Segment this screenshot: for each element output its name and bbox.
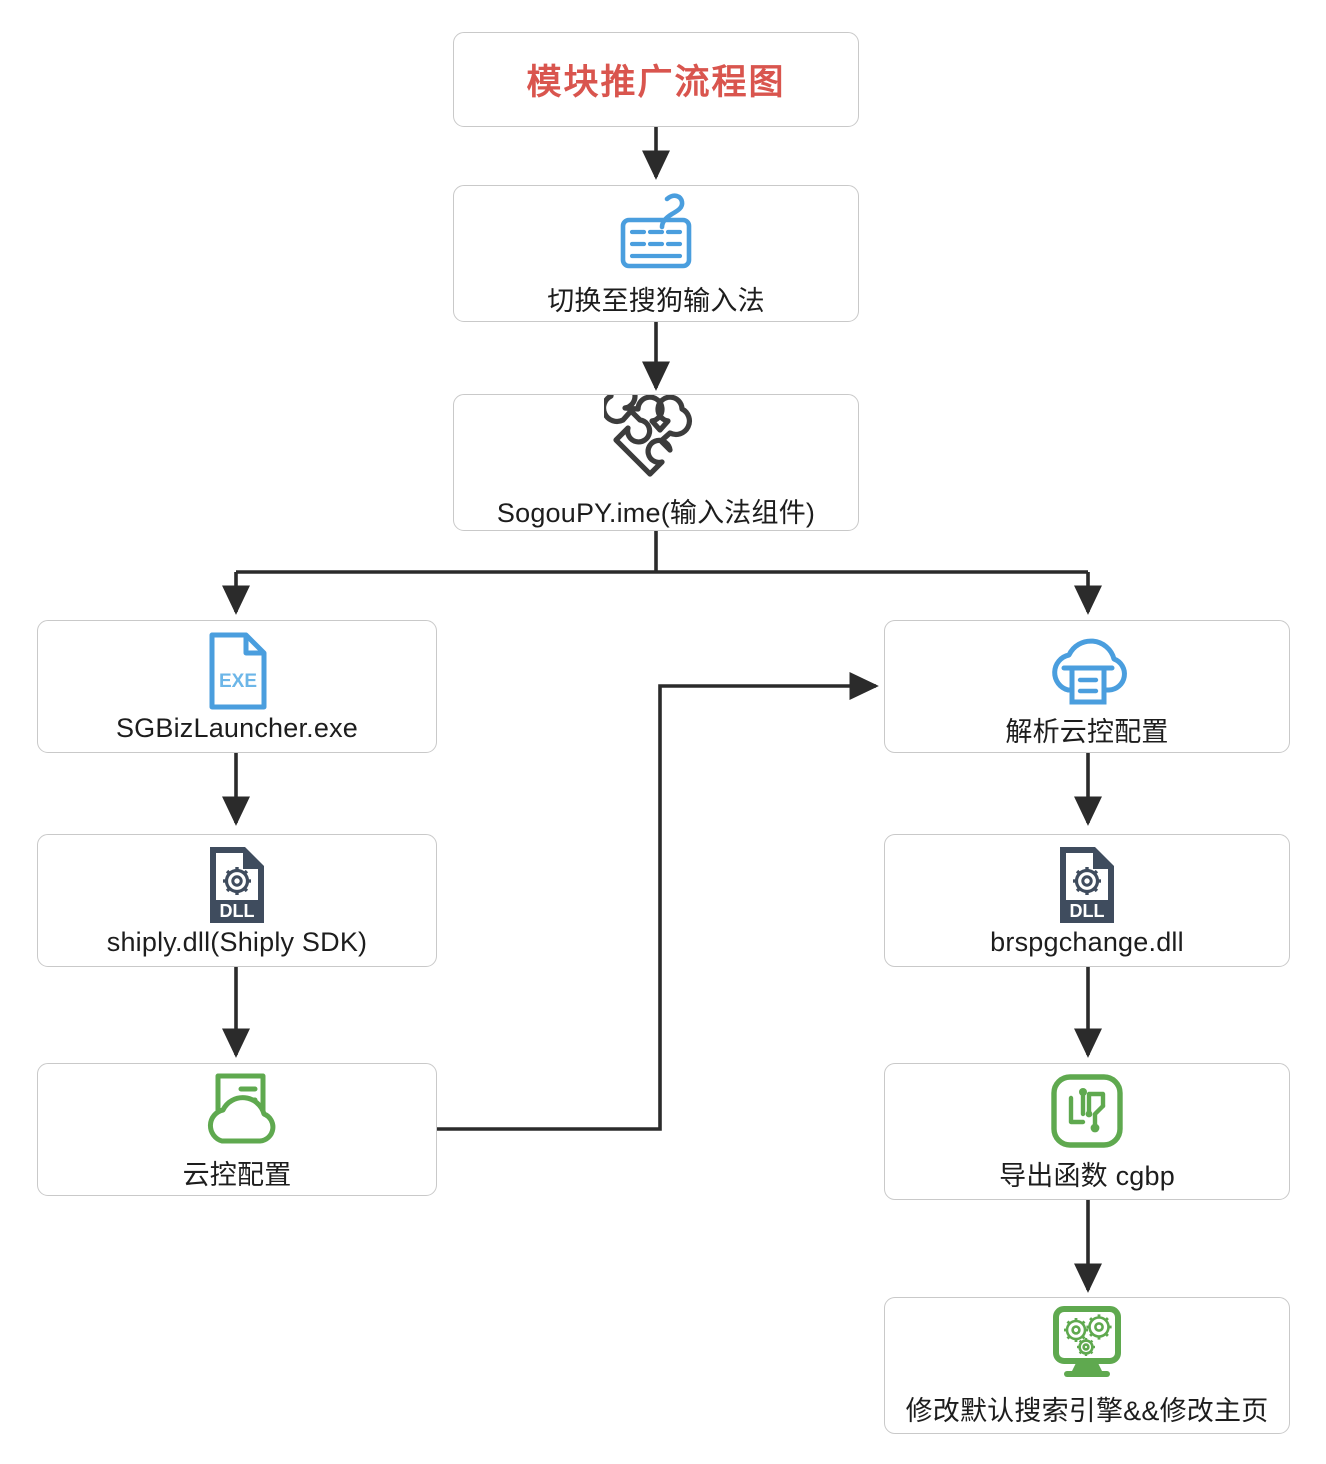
cloud-parse-icon <box>1038 624 1136 710</box>
node-label: 导出函数 cgbp <box>999 1161 1175 1191</box>
node-label: 修改默认搜索引擎&&修改主页 <box>905 1396 1269 1426</box>
node-label: 云控配置 <box>182 1160 292 1190</box>
node-switch-ime[interactable]: 切换至搜狗输入法 <box>453 185 859 322</box>
dll-icon-text: DLL <box>1070 901 1105 921</box>
monitor-gears-icon <box>1038 1303 1136 1389</box>
exe-file-icon: EXE <box>200 629 274 713</box>
node-export-function-cgbp[interactable]: 导出函数 cgbp <box>884 1063 1290 1200</box>
node-brspgchange-dll[interactable]: DLL brspgchange.dll <box>884 834 1290 967</box>
node-sogoupy-ime[interactable]: SogouPY.ime(输入法组件) <box>453 394 859 531</box>
edge-cloudcfg-to-parsecloud <box>437 671 879 1131</box>
circuit-export-icon <box>1045 1070 1129 1154</box>
dll-icon-text: DLL <box>220 901 255 921</box>
node-label: brspgchange.dll <box>990 927 1184 957</box>
node-modify-search-engine-homepage[interactable]: 修改默认搜索引擎&&修改主页 <box>884 1297 1290 1434</box>
exe-icon-text: EXE <box>219 671 257 692</box>
keyboard-icon <box>606 189 706 275</box>
node-label: 切换至搜狗输入法 <box>547 286 765 316</box>
puzzle-piece-icon <box>604 395 708 487</box>
node-sgbizlauncher-exe[interactable]: EXE SGBizLauncher.exe <box>37 620 437 753</box>
node-label: SogouPY.ime(输入法组件) <box>496 498 816 528</box>
node-cloud-config[interactable]: 云控配置 <box>37 1063 437 1196</box>
dll-file-icon: DLL <box>200 843 274 927</box>
dll-file-icon: DLL <box>1050 843 1124 927</box>
node-title[interactable]: 模块推广流程图 <box>453 32 859 127</box>
edge-sogoupy-split-bus <box>236 531 1088 574</box>
node-parse-cloud-config[interactable]: 解析云控配置 <box>884 620 1290 753</box>
cloud-document-icon <box>191 1067 283 1153</box>
node-label: shiply.dll(Shiply SDK) <box>106 927 368 957</box>
page-title: 模块推广流程图 <box>526 63 786 103</box>
node-shiply-dll[interactable]: DLL shiply.dll(Shiply SDK) <box>37 834 437 967</box>
node-label: SGBizLauncher.exe <box>115 713 359 743</box>
node-label: 解析云控配置 <box>1005 717 1169 747</box>
